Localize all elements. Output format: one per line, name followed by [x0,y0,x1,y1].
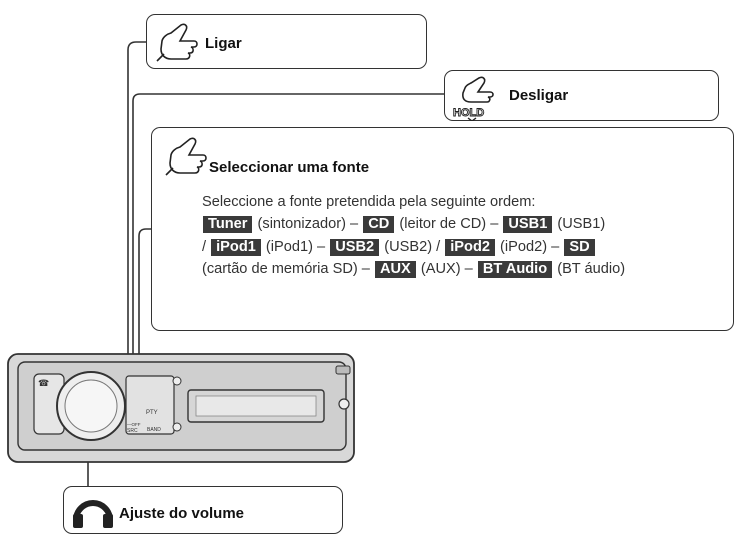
press-hold-hand-icon: HOLD [453,76,494,121]
display-inner [195,395,317,417]
press-hand-icon [165,137,207,176]
source-desc: (BT áudio) [557,260,626,277]
rotate-knob-icon [73,500,113,528]
source-desc: (iPod1) [265,238,313,255]
source-tag: USB1 [503,216,553,234]
hold-label: HOLD [453,107,484,119]
pty-label[interactable]: PTY [146,410,158,416]
callout-seleccionar-fonte: Seleccionar uma fonte Seleccione a fonte… [151,127,734,331]
source-desc: (USB2) [384,238,433,255]
eject-slot [335,365,351,375]
source-desc: (USB1) [557,216,606,233]
phone-icon[interactable]: ☎ [38,378,49,388]
small-dial [338,398,350,410]
middle-button-strip [125,375,175,435]
car-stereo-unit: ☎ PTY BAND —OFF SRC [7,353,355,463]
up-button [172,376,182,386]
down-button [172,422,182,432]
callout-title: Seleccionar uma fonte [209,159,370,176]
source-tag: USB2 [330,238,380,256]
source-desc: (sintonizador) [257,216,346,233]
press-hand-icon [156,23,198,62]
callout-desligar: HOLD Desligar [444,70,719,121]
separator: – [317,238,326,255]
leader-desligar [132,93,444,410]
separator: – [464,260,473,277]
source-desc: (cartão de memória SD) [202,260,358,277]
intro-text: Seleccione a fonte pretendida pela segui… [202,194,536,210]
separator: – [350,216,359,233]
source-tag: AUX [374,260,416,278]
callout-title: Desligar [509,87,569,104]
band-label[interactable]: BAND [147,427,161,433]
source-desc: (AUX) [420,260,461,277]
separator: – [361,260,370,277]
source-desc: (iPod2) [500,238,548,255]
source-tag: Tuner [203,216,253,234]
separator: / [436,238,441,255]
callout-ajuste-volume: Ajuste do volume [63,486,343,534]
source-tag: BT Audio [477,260,553,278]
leader-fonte [138,228,151,410]
callout-title: Ligar [205,35,242,52]
src-label[interactable]: SRC [127,428,138,434]
volume-knob-inner [64,379,118,433]
off-label: —OFF [127,422,141,427]
separator: / [202,238,207,255]
callout-ligar: Ligar [146,14,427,69]
separator: – [490,216,499,233]
source-order-text: Seleccione a fonte pretendida pela segui… [202,191,730,280]
source-tag: iPod1 [211,238,261,256]
separator: – [551,238,560,255]
source-tag: CD [363,216,395,234]
leader-ligar [127,41,146,410]
source-desc: (leitor de CD) [399,216,487,233]
callout-title: Ajuste do volume [119,505,245,522]
source-tag: iPod2 [445,238,495,256]
source-tag: SD [564,238,595,256]
